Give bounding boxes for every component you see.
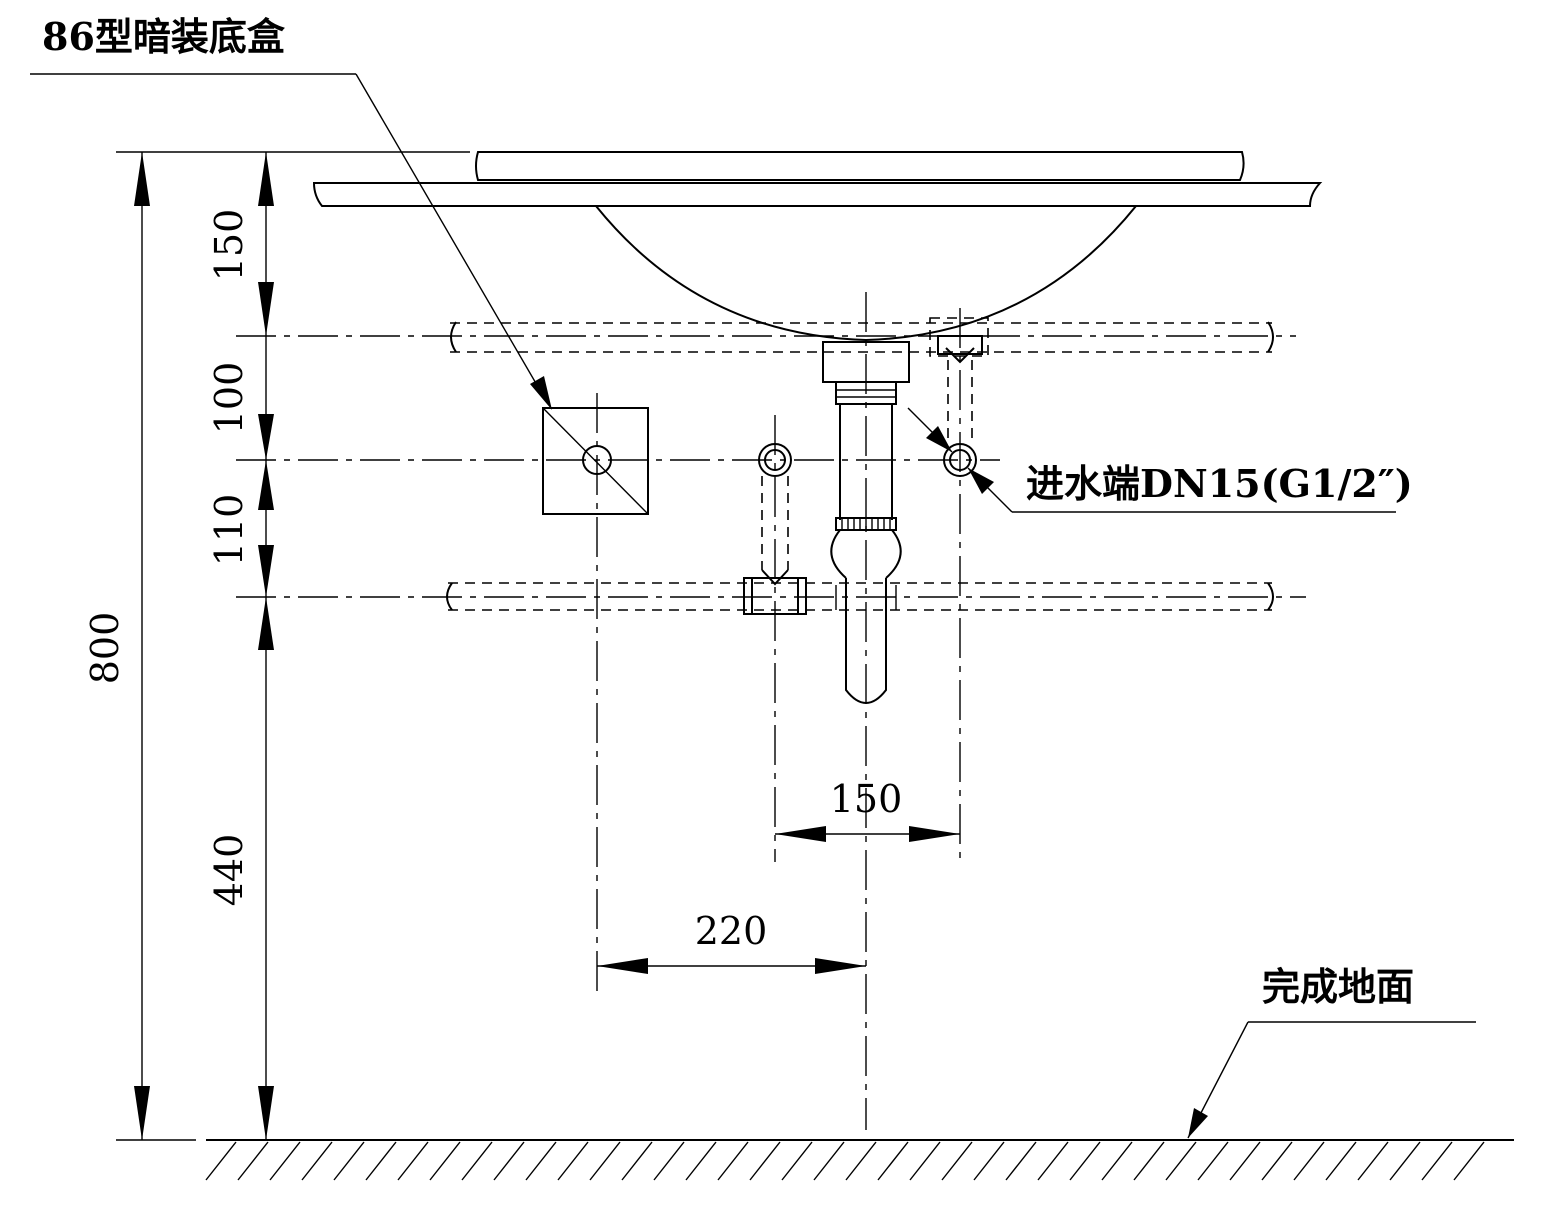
hatch-line	[1229, 1141, 1261, 1181]
label-junction-box: 86型暗装底盒	[42, 14, 286, 59]
hatch-line	[525, 1141, 557, 1181]
dim-label-150-vertical: 150	[207, 209, 251, 282]
dim-total-height	[134, 152, 150, 1140]
hatch-line	[877, 1141, 909, 1181]
hatch-line	[973, 1141, 1005, 1181]
hatch-line	[1005, 1141, 1037, 1181]
hatch-line	[685, 1141, 717, 1181]
hatch-line	[301, 1141, 333, 1181]
hatch-line	[1133, 1141, 1165, 1181]
hatch-line	[237, 1141, 269, 1181]
dim-label-110-vertical: 110	[207, 494, 251, 567]
dim-chain	[258, 152, 274, 1140]
lower-pipe	[446, 582, 1274, 611]
hatch-line	[749, 1141, 781, 1181]
label-finished-floor: 完成地面	[1262, 964, 1414, 1009]
hatch-line	[461, 1141, 493, 1181]
floor-hatching	[205, 1141, 1485, 1181]
countertop	[312, 151, 1323, 207]
hatch-line	[1069, 1141, 1101, 1181]
dim-label-800: 800	[83, 612, 127, 685]
hatch-line	[717, 1141, 749, 1181]
hatch-line	[1421, 1141, 1453, 1181]
dim-label-220: 220	[695, 909, 768, 953]
dim-label-150-horizontal: 150	[830, 777, 903, 821]
hatch-line	[1325, 1141, 1357, 1181]
hatch-line	[589, 1141, 621, 1181]
hatch-line	[1165, 1141, 1197, 1181]
hatch-line	[941, 1141, 973, 1181]
hatch-line	[845, 1141, 877, 1181]
hatch-line	[1037, 1141, 1069, 1181]
leader-finished-floor	[1187, 1021, 1476, 1139]
dim-box-offset	[597, 958, 866, 974]
hatch-line	[1453, 1141, 1485, 1181]
hatch-line	[1389, 1141, 1421, 1181]
hatch-line	[557, 1141, 589, 1181]
hatch-line	[493, 1141, 525, 1181]
upper-pipe	[450, 317, 1274, 357]
hatch-line	[429, 1141, 461, 1181]
hatch-line	[1197, 1141, 1229, 1181]
hatch-line	[333, 1141, 365, 1181]
hatch-line	[1293, 1141, 1325, 1181]
hatch-line	[653, 1141, 685, 1181]
drain-trap	[822, 341, 910, 704]
dim-label-100-vertical: 100	[207, 362, 251, 435]
hatch-line	[269, 1141, 301, 1181]
dim-label-440-vertical: 440	[207, 834, 251, 907]
leader-junction-box	[30, 73, 552, 410]
leader-water-inlet	[907, 407, 1396, 513]
center-lines	[236, 292, 1306, 1130]
junction-box	[542, 407, 649, 515]
hatch-line	[365, 1141, 397, 1181]
hatch-line	[909, 1141, 941, 1181]
extension-lines	[116, 151, 470, 1141]
floor	[205, 1139, 1514, 1181]
hatch-line	[781, 1141, 813, 1181]
dim-inlet-spacing	[775, 826, 960, 842]
hatch-line	[205, 1141, 237, 1181]
hatch-line	[1261, 1141, 1293, 1181]
hatch-line	[1357, 1141, 1389, 1181]
hatch-line	[621, 1141, 653, 1181]
hatch-line	[1101, 1141, 1133, 1181]
hatch-line	[397, 1141, 429, 1181]
hatch-line	[813, 1141, 845, 1181]
label-water-inlet: 进水端DN15(G1/2″)	[1026, 461, 1413, 506]
